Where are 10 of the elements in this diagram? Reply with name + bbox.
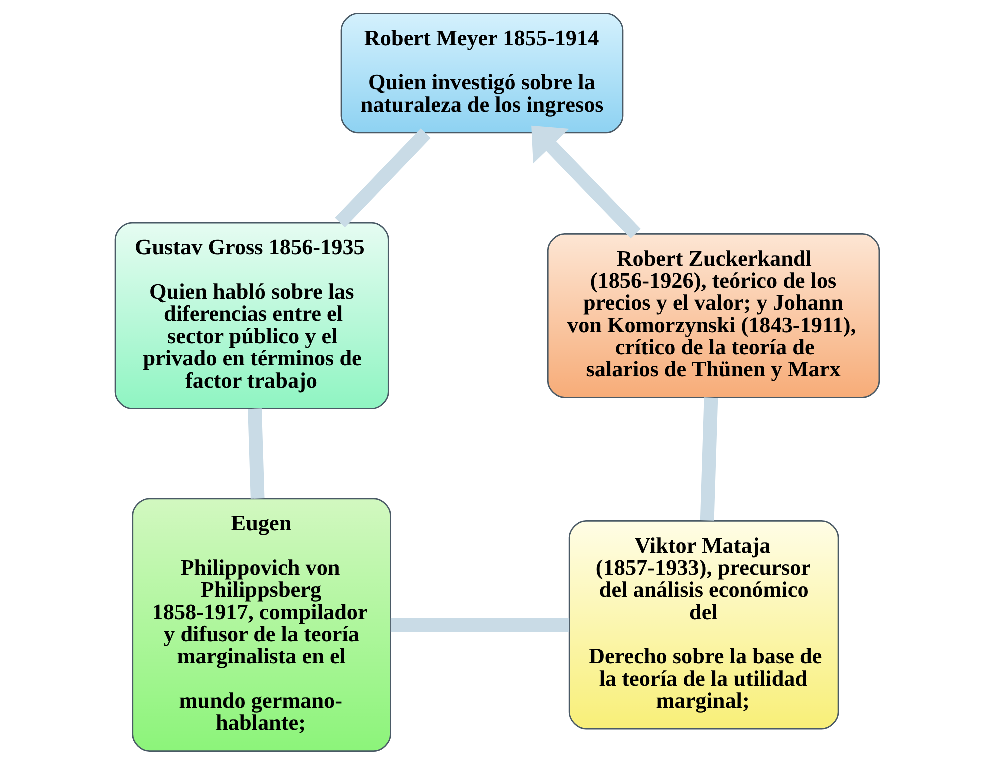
node-box: Robert Zuckerkandl (1856-1926), teórico de los precios y el valor; y Johann von Komorzynski (1843-1911), crítico de la teoría de salarios de Thünen y Marx xyxy=(547,233,880,398)
connector xyxy=(700,398,718,521)
node-box: Gustav Gross 1856-1935 Quien habló sobre las diferencias entre el sector público y el privado en términos de factor trabajo xyxy=(114,222,390,410)
node-box: Eugen Philippovich von Philippsberg 1858-1917, compilador y difusor de la teoría marginalista en el mundo germano-hablante; xyxy=(132,498,392,752)
connector xyxy=(248,408,265,499)
node-box: Viktor Mataja (1857-1933), precursor del análisis económico del Derecho sobre la base de la teoría de la utilidad marginal; xyxy=(568,520,840,730)
connector xyxy=(390,618,570,632)
node-box: Robert Meyer 1855-1914 Quien investigó sobre la naturaleza de los ingresos xyxy=(340,13,624,134)
connector xyxy=(335,128,431,228)
arrow xyxy=(532,126,641,239)
